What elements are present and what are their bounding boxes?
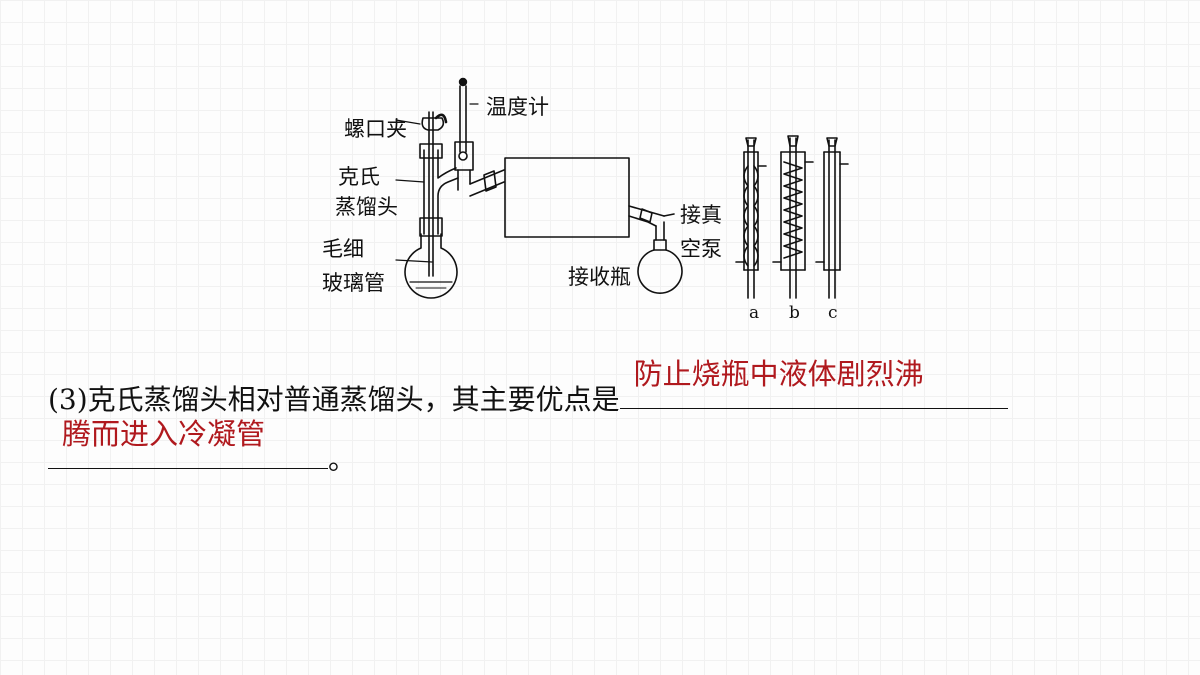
capillary-tube (428, 111, 434, 277)
claisen-head (423, 149, 459, 235)
question-line-1: (3)克氏蒸馏头相对普通蒸馏头，其主要优点是防止烧瓶中液体剧烈沸 (48, 357, 1158, 428)
label-capillary-1: 毛细 (322, 237, 364, 261)
answer-blank-2: 腾而进入冷凝管 (48, 417, 328, 469)
screw-clamp (421, 117, 445, 131)
label-screw-clamp: 螺口夹 (344, 117, 407, 141)
answer-text-1: 防止烧瓶中液体剧烈沸 (633, 357, 924, 391)
label-thermometer: 温度计 (486, 95, 549, 119)
label-claisen-2: 蒸馏头 (335, 195, 398, 219)
condenser-box (504, 157, 630, 238)
condenser-b-drawing (772, 135, 814, 299)
condenser-c-drawing (815, 137, 849, 299)
thermometer (459, 85, 467, 153)
label-vacuum-1: 接真 (680, 203, 722, 227)
label-vacuum-2: 空泵 (680, 237, 722, 261)
label-receiver: 接收瓶 (568, 265, 631, 289)
label-condenser-c: c (828, 303, 838, 323)
question-block: (3)克氏蒸馏头相对普通蒸馏头，其主要优点是防止烧瓶中液体剧烈沸 腾而进入冷凝管… (48, 357, 1158, 488)
distillation-apparatus-diagram: 螺口夹 温度计 克氏 蒸馏头 毛细 玻璃管 接真 空泵 接收瓶 a b c (322, 77, 849, 323)
label-claisen-1: 克氏 (338, 165, 380, 189)
condenser-a-drawing (735, 137, 767, 299)
answer-blank-1: 防止烧瓶中液体剧烈沸 (619, 357, 1008, 409)
vacuum-adapter (628, 205, 665, 227)
answer-text-2: 腾而进入冷凝管 (62, 417, 266, 451)
question-line-2: 腾而进入冷凝管。 (48, 417, 1158, 488)
label-capillary-2: 玻璃管 (322, 271, 385, 295)
receiving-flask (637, 249, 683, 294)
question-suffix: 。 (328, 443, 357, 476)
label-condenser-b: b (789, 303, 800, 323)
label-condenser-a: a (749, 303, 759, 323)
question-prefix: (3)克氏蒸馏头相对普通蒸馏头，其主要优点是 (48, 383, 620, 416)
